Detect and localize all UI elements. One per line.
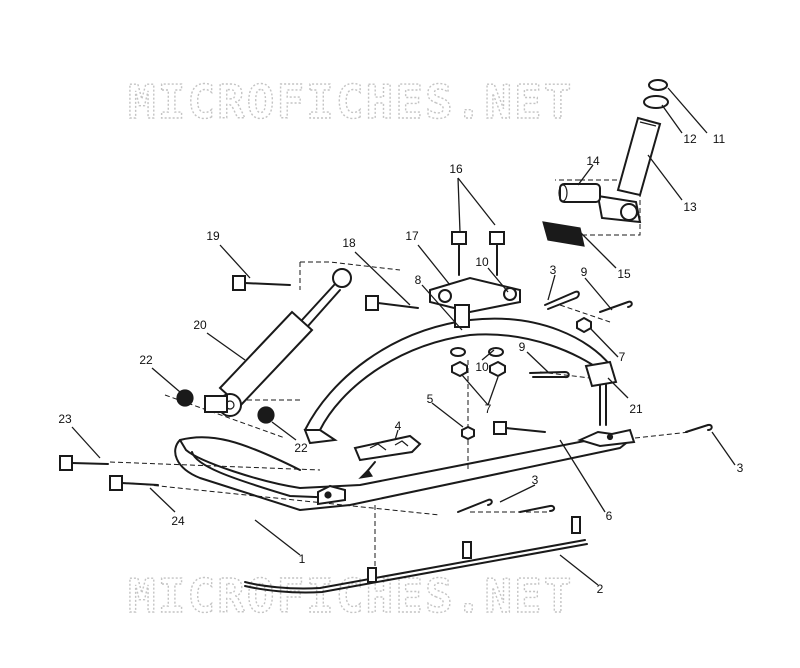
bolt-6 [493, 421, 546, 435]
callout-24: 24 [171, 514, 185, 528]
callout-20: 20 [193, 318, 207, 332]
callout-3: 3 [550, 263, 557, 277]
callout-16: 16 [449, 162, 463, 176]
callout-22: 22 [139, 353, 153, 367]
ski [174, 428, 636, 511]
callout-12: 12 [683, 132, 697, 146]
wear-rod [244, 516, 588, 594]
callout-14: 14 [586, 154, 600, 168]
callout-18: 18 [342, 236, 356, 250]
bolt-16 [451, 231, 505, 276]
watermark-bottom: MICROFICHES.NET [128, 569, 573, 623]
cotter-pins [457, 290, 713, 513]
bolt-19 [232, 275, 291, 291]
callout-23: 23 [58, 412, 72, 426]
callout-19: 19 [206, 229, 220, 243]
callout-1: 1 [299, 552, 306, 566]
callout-5: 5 [427, 392, 434, 406]
callout-9: 9 [519, 340, 526, 354]
callout-15: 15 [617, 267, 631, 281]
callout-4: 4 [395, 419, 402, 433]
callout-9: 9 [581, 265, 588, 279]
bolt-23 [59, 455, 109, 471]
callout-7: 7 [619, 350, 626, 364]
bumper-block [353, 434, 422, 479]
bolt-24 [109, 475, 159, 491]
bolt-18 [365, 295, 419, 311]
callout-7: 7 [485, 402, 492, 416]
callout-labels: 1 2 3 3 3 4 5 6 7 7 8 9 9 10 10 11 12 13… [58, 132, 743, 596]
callout-13: 13 [683, 200, 697, 214]
callout-22: 22 [294, 441, 308, 455]
spindle [542, 79, 669, 247]
callout-6: 6 [606, 509, 613, 523]
bushing-left [176, 389, 194, 407]
callout-10: 10 [475, 255, 489, 269]
callout-2: 2 [597, 582, 604, 596]
callout-3: 3 [737, 461, 744, 475]
callout-8: 8 [415, 273, 422, 287]
callout-3: 3 [532, 473, 539, 487]
callout-11: 11 [713, 132, 726, 146]
callout-21: 21 [629, 402, 643, 416]
watermark-top: MICROFICHES.NET [128, 75, 573, 129]
leader-lines [71, 87, 736, 586]
bushing-right [257, 406, 275, 424]
nuts-washers [450, 316, 592, 441]
shock-absorber [204, 268, 352, 417]
callout-17: 17 [405, 229, 419, 243]
callout-10: 10 [475, 360, 489, 374]
